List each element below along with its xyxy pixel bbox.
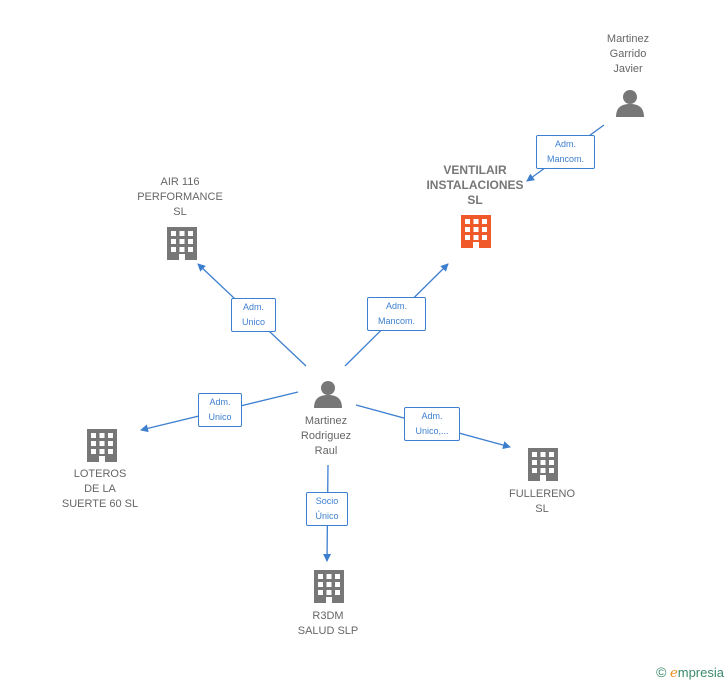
- node-label-r3dm[interactable]: R3DM SALUD SLP: [297, 610, 359, 637]
- relation-label-raul-loteros[interactable]: Adm. Unico: [198, 393, 242, 427]
- building-icon-fullereno[interactable]: [528, 448, 558, 481]
- building-icon-r3dm[interactable]: [314, 570, 344, 603]
- node-label-raul[interactable]: Martinez Rodriguez Raul: [300, 415, 352, 457]
- relation-label-raul-fullereno[interactable]: Adm. Unico,...: [404, 407, 460, 441]
- brand-name: mpresia: [677, 665, 724, 680]
- relation-label-raul-r3dm[interactable]: Socio Único: [306, 492, 348, 526]
- relation-label-javier-ventilair[interactable]: Adm. Mancom.: [536, 135, 595, 169]
- building-icon-loteros[interactable]: [87, 429, 117, 462]
- copyright-symbol: ©: [656, 664, 667, 680]
- person-icon-javier[interactable]: [616, 90, 644, 117]
- node-label-javier[interactable]: Martinez Garrido Javier: [606, 33, 650, 75]
- building-icon-air116[interactable]: [167, 227, 197, 260]
- relation-label-raul-air116[interactable]: Adm. Unico: [231, 298, 276, 332]
- empresia-logo: © empresia: [656, 664, 724, 681]
- brand-initial: e: [670, 666, 678, 681]
- building-icon-ventilair[interactable]: [461, 215, 491, 248]
- relation-label-raul-ventilair[interactable]: Adm. Mancom.: [367, 297, 426, 331]
- node-label-loteros[interactable]: LOTEROS DE LA SUERTE 60 SL: [61, 468, 139, 510]
- node-label-air116[interactable]: AIR 116 PERFORMANCE SL: [137, 176, 223, 218]
- person-icon-raul[interactable]: [314, 381, 342, 408]
- node-label-fullereno[interactable]: FULLERENO SL: [508, 488, 576, 515]
- node-label-ventilair[interactable]: VENTILAIR INSTALACIONES SL: [426, 163, 524, 207]
